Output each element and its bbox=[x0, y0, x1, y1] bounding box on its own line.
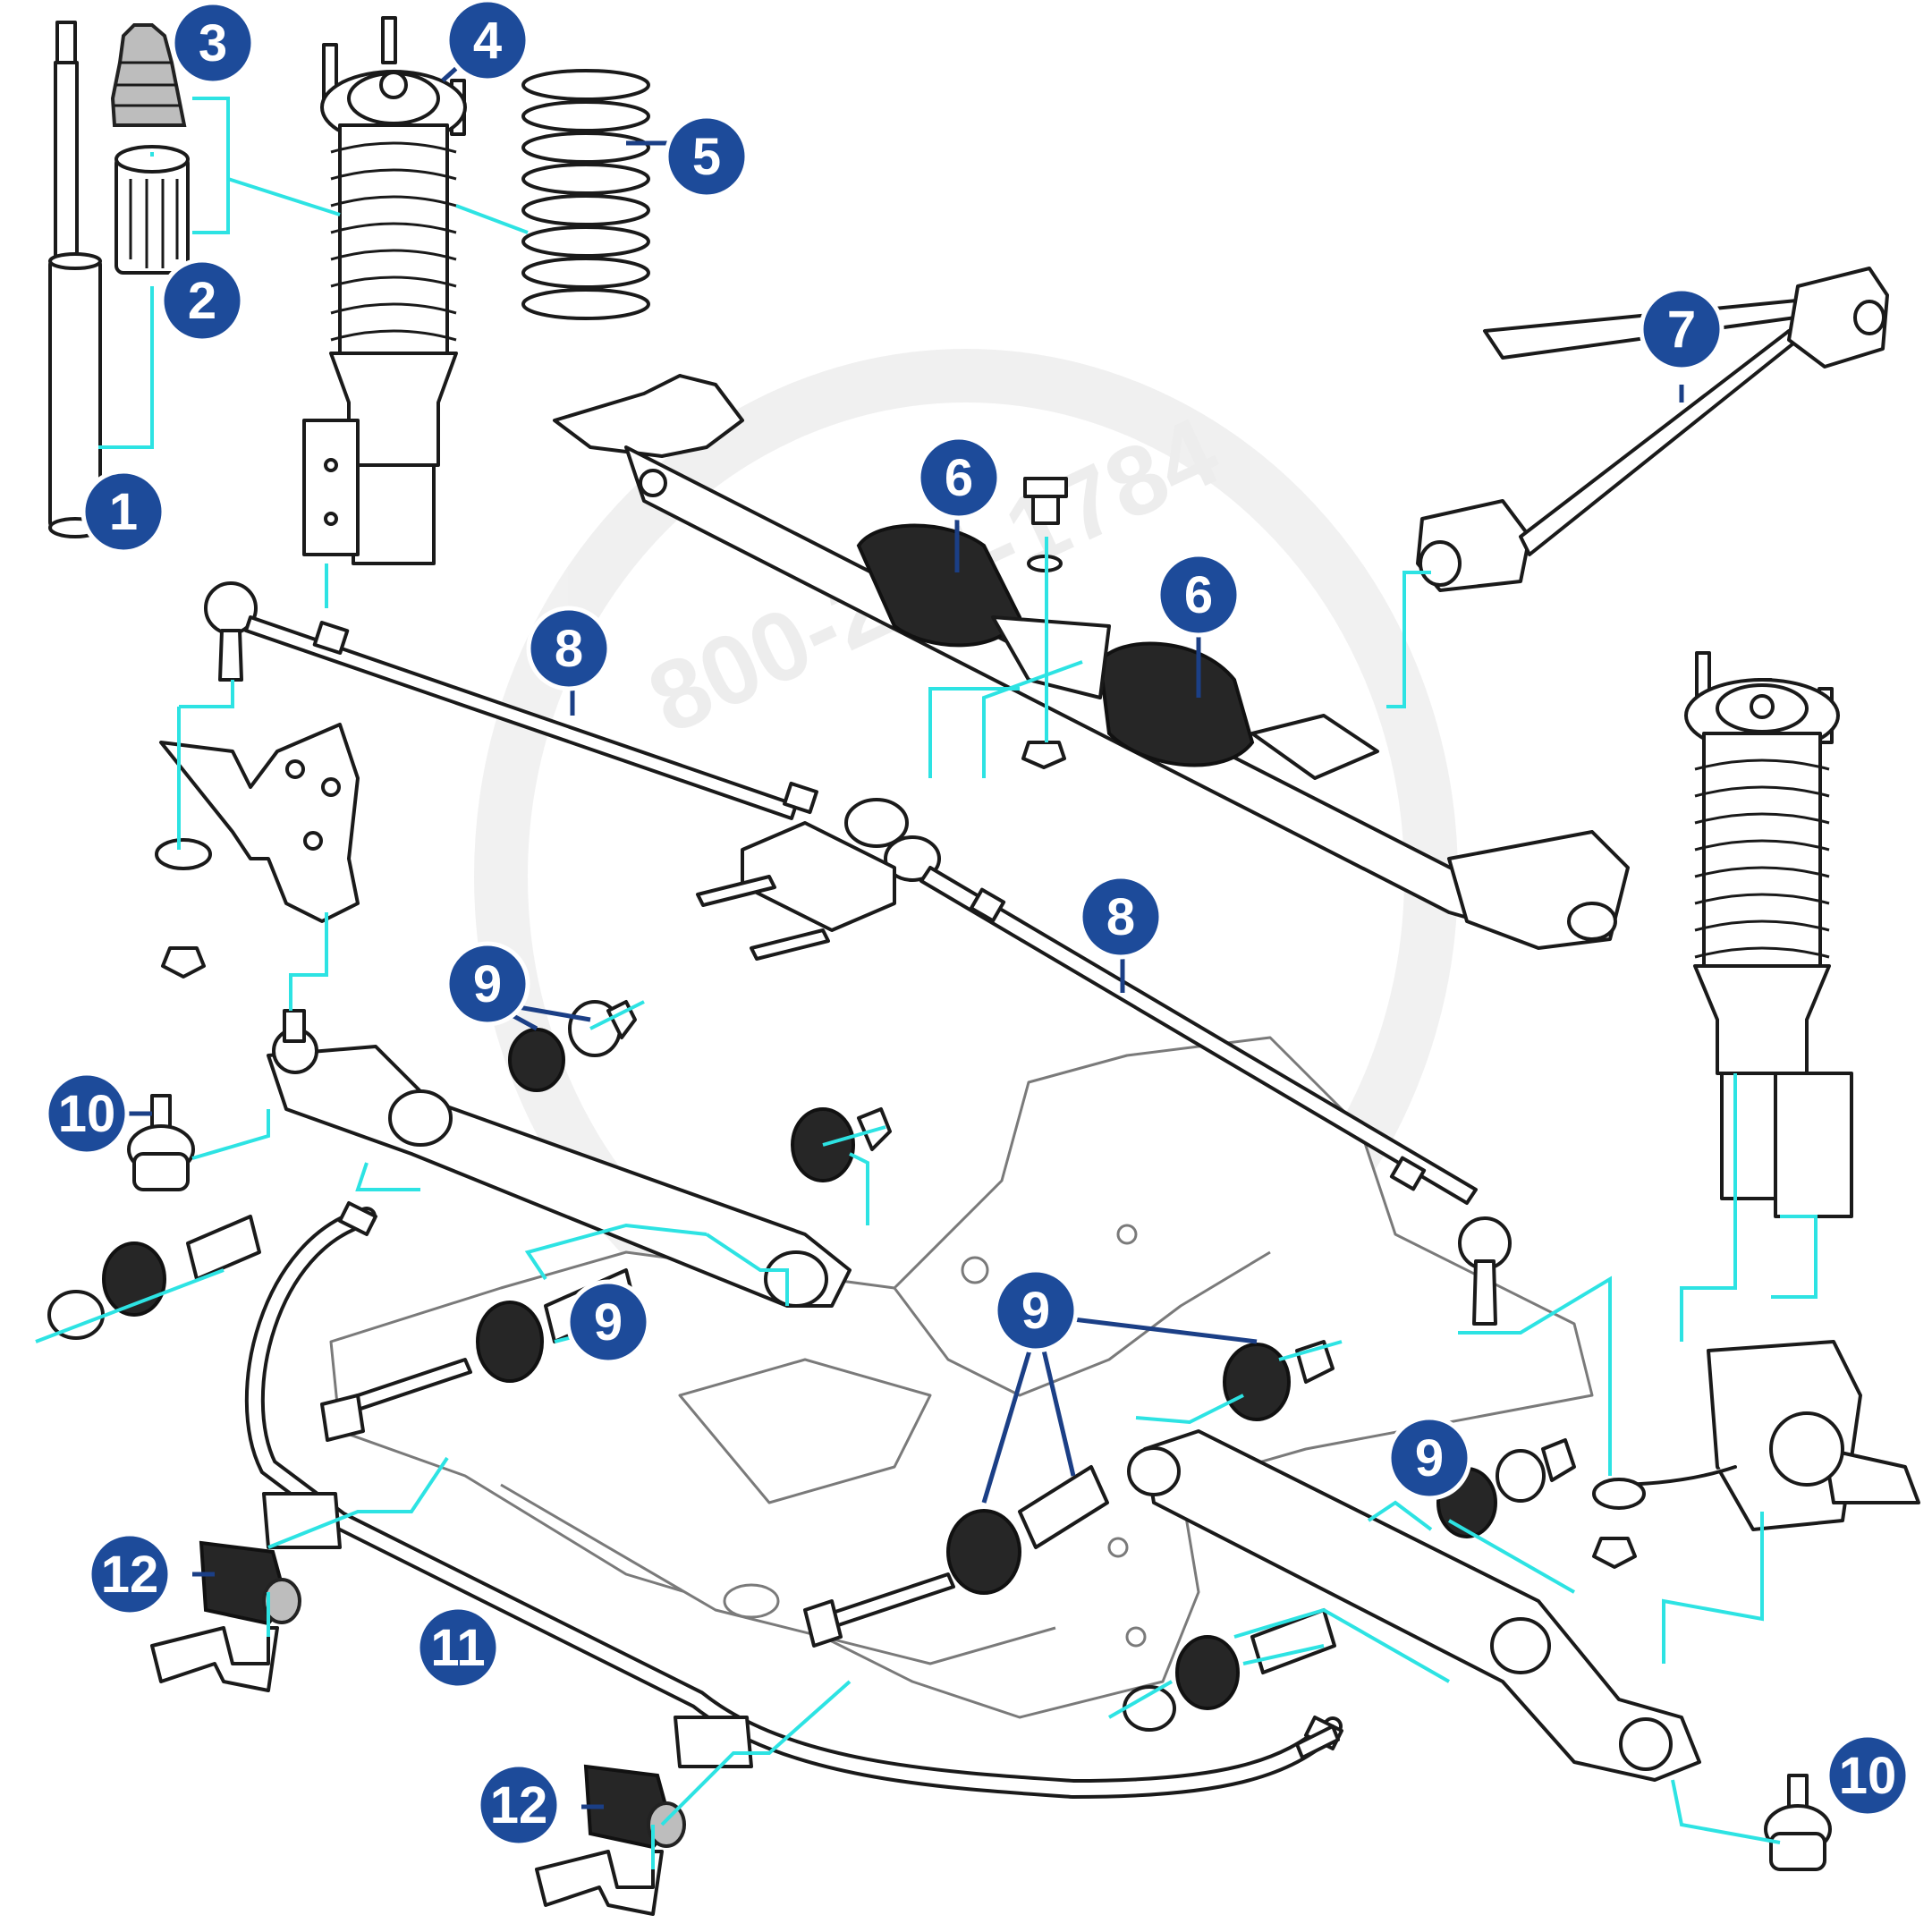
callout-9d-label: 9 bbox=[1415, 1429, 1444, 1487]
sway-bar-clamp-right bbox=[535, 1764, 686, 1916]
control-arm-right bbox=[1127, 1429, 1701, 1782]
callout-9a-label: 9 bbox=[473, 955, 502, 1013]
dust-boot bbox=[110, 23, 187, 127]
callout-7-label: 7 bbox=[1667, 301, 1696, 359]
sway-bar bbox=[244, 1201, 1343, 1800]
callout-10b-label: 10 bbox=[1839, 1747, 1897, 1805]
bushing-set-center-upper bbox=[791, 1107, 892, 1182]
callout-7: 7 bbox=[1639, 286, 1724, 372]
strut-assembly-right bbox=[1684, 651, 1853, 1218]
callout-4-label: 4 bbox=[473, 12, 502, 70]
callout-3-label: 3 bbox=[199, 14, 227, 72]
callout-2: 2 bbox=[159, 258, 245, 343]
callout-4: 4 bbox=[445, 0, 530, 83]
callout-1: 1 bbox=[80, 469, 166, 555]
callout-9-right: 9 bbox=[1386, 1415, 1472, 1501]
callout-6-left: 6 bbox=[916, 435, 1002, 521]
callout-6a-label: 6 bbox=[945, 449, 973, 507]
ball-joint-left bbox=[127, 1094, 195, 1191]
callout-12a-label: 12 bbox=[101, 1546, 159, 1604]
ball-joint-right bbox=[1764, 1774, 1832, 1871]
rack-mount-bracket bbox=[696, 821, 896, 961]
callout-10-right: 10 bbox=[1825, 1733, 1911, 1818]
bushing-set-center-lower bbox=[803, 1465, 1109, 1648]
callout-1-label: 1 bbox=[109, 483, 138, 541]
callout-9-lower-left: 9 bbox=[565, 1279, 651, 1365]
callout-8b-label: 8 bbox=[1106, 888, 1135, 946]
bump-stop bbox=[114, 145, 190, 275]
callout-9-upper-left: 9 bbox=[445, 941, 530, 1027]
callout-8-upper: 8 bbox=[526, 606, 612, 691]
callout-12-right: 12 bbox=[476, 1762, 562, 1848]
bushing-set-upper-left bbox=[508, 1000, 637, 1092]
callout-5: 5 bbox=[664, 114, 750, 199]
steering-rack bbox=[553, 374, 1630, 950]
coil-spring bbox=[521, 69, 650, 320]
callout-8a-label: 8 bbox=[555, 620, 583, 678]
strut-assembly-left bbox=[302, 16, 467, 565]
callout-9b-label: 9 bbox=[594, 1293, 623, 1352]
callout-5-label: 5 bbox=[692, 128, 721, 186]
sway-bar-clamp-left bbox=[150, 1540, 301, 1692]
callout-12b-label: 12 bbox=[490, 1776, 548, 1835]
callout-11: 11 bbox=[415, 1605, 501, 1690]
callout-11-label: 11 bbox=[430, 1619, 485, 1677]
steering-knuckle-left bbox=[155, 723, 360, 979]
callout-9-center: 9 bbox=[993, 1267, 1079, 1353]
steering-knuckle-right bbox=[1592, 1340, 1920, 1569]
callout-2-label: 2 bbox=[188, 272, 216, 330]
callout-10-left: 10 bbox=[44, 1071, 130, 1157]
tie-rod-lower bbox=[884, 835, 1512, 1326]
callout-10a-label: 10 bbox=[58, 1085, 116, 1143]
tie-rod-upper bbox=[204, 581, 909, 848]
callout-6-right: 6 bbox=[1156, 552, 1241, 638]
callout-8-lower: 8 bbox=[1078, 874, 1164, 960]
callout-3: 3 bbox=[170, 0, 256, 86]
callout-6b-label: 6 bbox=[1184, 566, 1213, 624]
shock-insert bbox=[48, 21, 102, 538]
radius-rod bbox=[1416, 267, 1889, 592]
callout-12-left: 12 bbox=[87, 1531, 173, 1617]
control-arm-left bbox=[267, 1009, 852, 1308]
leader-lines bbox=[35, 97, 1818, 1869]
callout-9c-label: 9 bbox=[1021, 1282, 1050, 1340]
crossmember bbox=[329, 1036, 1594, 1719]
